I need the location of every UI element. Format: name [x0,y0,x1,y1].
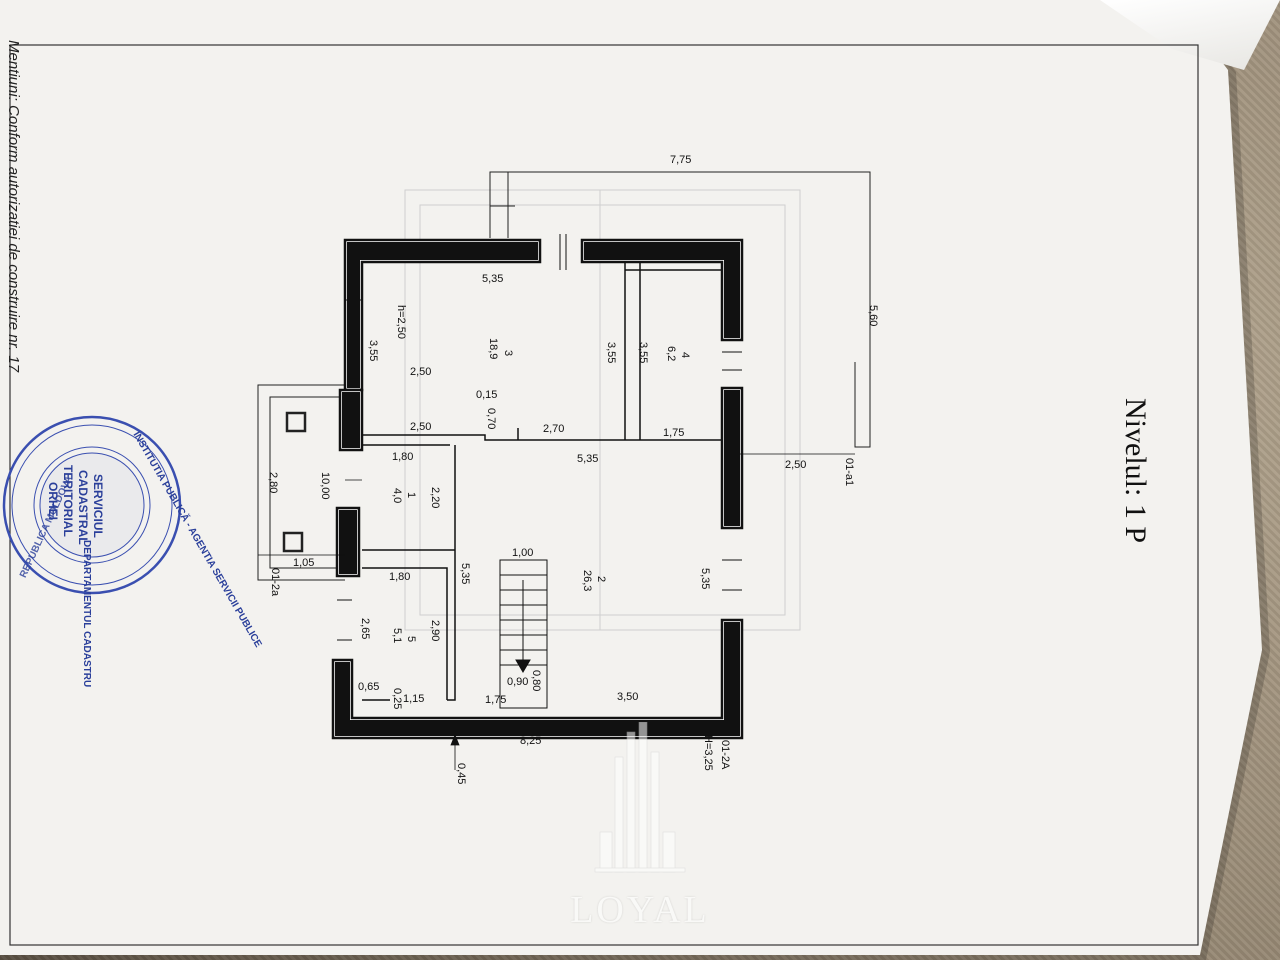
room-2-number: 2 [595,576,607,582]
dim-015: 0,15 [476,389,497,401]
stamp-center-2: CADASTRAL [76,470,90,545]
room-3-area: 18,9 [487,338,499,359]
room-2-area: 26,3 [581,570,593,591]
dim-535-r2-right: 5,35 [699,568,711,589]
dim-355-r4: 3,55 [637,342,649,363]
dim-825: 8,25 [520,735,541,747]
dim-1000: 10,00 [319,472,331,500]
dim-100: 1,00 [512,547,533,559]
porch-outline [257,384,345,581]
stairs [499,559,548,709]
dim-350: 3,50 [617,691,638,703]
stamp-center-1: SERVICIUL [91,474,105,538]
room-4-number: 4 [679,352,691,358]
watermark-text: LOYAL [570,889,710,931]
room-1-area: 4,0 [391,488,403,503]
stamp-inner: DEPARTAMENTUL CADASTRU [81,540,92,688]
dim-535-r2-left: 5,35 [459,563,471,584]
watermark-logo: LOYAL [555,721,725,932]
dim-265: 2,65 [359,618,371,639]
dim-180-r1: 1,80 [392,451,413,463]
dim-250-bottom: 2,50 [410,421,431,433]
dim-terrace-wid: 5,60 [867,305,879,326]
dim-115: 1,15 [403,693,424,705]
stamp-center-3: TERITORIAL [61,465,75,537]
dim-090: 0,90 [507,676,528,688]
wall-fill [335,242,740,736]
side-note: Mentiuni: Conform autorizatiei de constr… [5,40,22,373]
dim-065: 0,65 [358,681,379,693]
dim-terrace-len: 7,75 [670,154,691,166]
dim-175-r4: 1,75 [663,427,684,439]
document-border [9,44,1199,946]
dim-355-left: 3,55 [367,340,379,361]
dim-220: 2,20 [429,487,441,508]
dim-025: 0,25 [391,688,403,709]
terrace-outline [489,171,871,448]
interior-walls [362,262,722,701]
room-5-area: 5,1 [391,628,403,643]
dim-070: 0,70 [485,408,497,429]
ghost-plan [404,189,801,631]
window-marks [337,234,742,641]
level-height: H=3,25 [702,735,714,771]
axis-01-a1: 01-a1 [843,458,855,486]
dim-180-r5: 1,80 [389,571,410,583]
cadastral-stamp [2,415,182,595]
room-3-number: 3 [502,350,514,356]
dim-250-ext: 2,50 [785,459,806,471]
stamp-center-4: ORHEI [46,482,60,521]
dim-080: 0,80 [530,670,542,691]
dim-355-right: 3,55 [605,342,617,363]
dim-535-top: 5,35 [482,273,503,285]
dim-250-mid: 2,50 [410,366,431,378]
dimension-lines [258,453,855,770]
page-title: Nivelul: 1 P [1119,398,1152,544]
room-5-number: 5 [405,636,417,642]
dim-105: 1,05 [293,557,314,569]
dim-290: 2,90 [429,620,441,641]
axis-01-2a: 01-2a [269,568,281,597]
dim-045: 0,45 [455,763,467,784]
room-1-number: 1 [405,492,417,498]
axis-01-2A: 01-2A [719,740,731,770]
room-4-area: 6,2 [665,346,677,361]
dim-270: 2,70 [543,423,564,435]
watermark-building-icon [594,721,686,873]
dimension-labels: 7,75 5,60 5,35 3,55 2,50 3,55 3,55 0,15 … [267,154,879,784]
dim-175-bottom: 1,75 [485,694,506,706]
dim-535-mid: 5,35 [577,453,598,465]
dim-280: 2,80 [267,472,279,493]
room-labels: 3 18,9 h=2,50 4 6,2 1 4,0 2 26,3 5 5,1 H… [269,305,855,771]
room-3-height: h=2,50 [395,305,407,339]
